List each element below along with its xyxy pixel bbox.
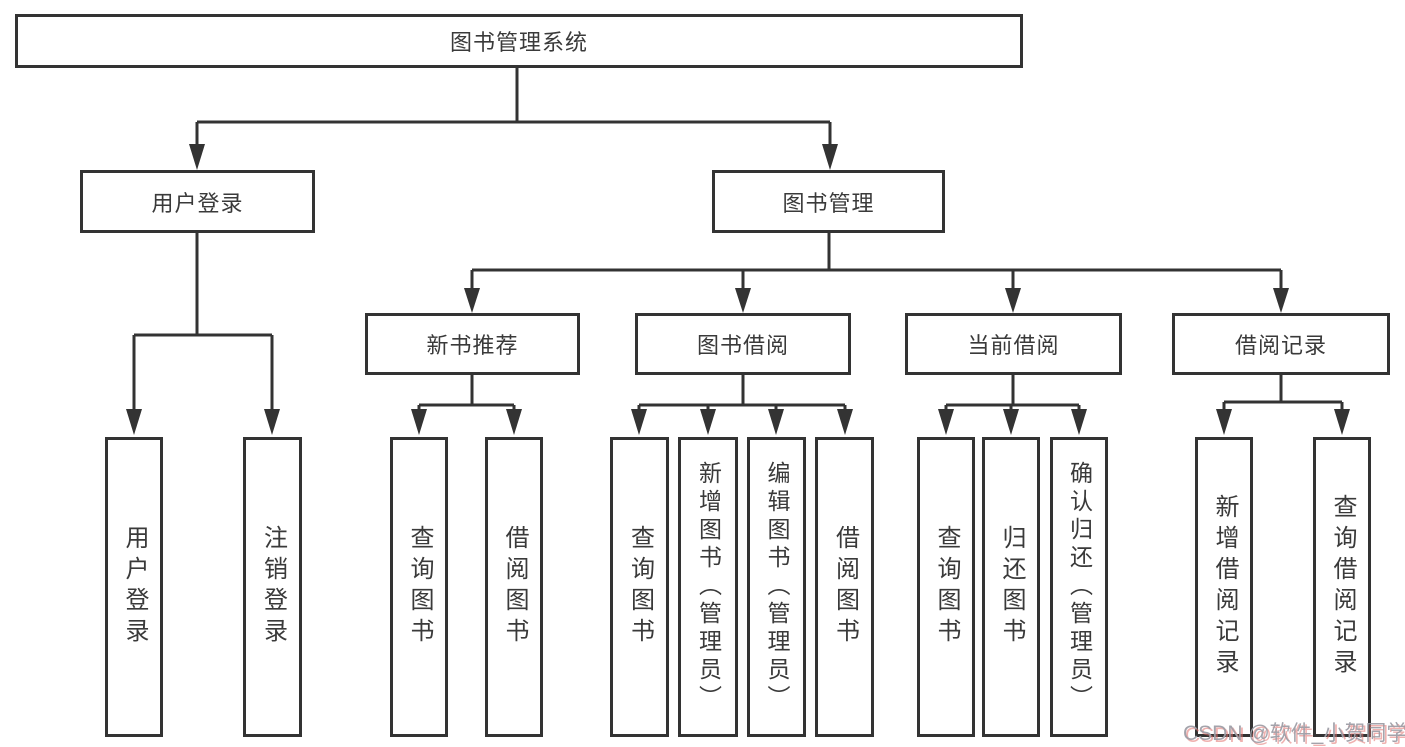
leaf-borrow-book-2: 借阅图书 (815, 437, 874, 737)
node-new-book-recommend-label: 新书推荐 (426, 333, 519, 358)
node-borrow-record: 借阅记录 (1172, 313, 1390, 375)
leaf-user-login-label: 用户登录 (121, 525, 148, 649)
leaf-confirm-return-admin: 确认归还（管理员） (1050, 437, 1108, 737)
leaf-add-book-admin: 新增图书（管理员） (678, 437, 738, 737)
node-book-management-label: 图书管理 (782, 190, 875, 216)
leaf-borrow-book-2-label: 借阅图书 (831, 525, 859, 649)
leaf-borrow-book-1: 借阅图书 (485, 437, 543, 737)
leaf-borrow-book-1-label: 借阅图书 (501, 525, 528, 649)
leaf-logout-label: 注销登录 (259, 525, 287, 649)
leaf-add-borrow-record-label: 新增借阅记录 (1211, 494, 1238, 680)
leaf-query-book-2: 查询图书 (610, 437, 669, 737)
leaf-return-book: 归还图书 (982, 437, 1040, 737)
node-book-borrow: 图书借阅 (635, 313, 851, 375)
leaf-query-book-3: 查询图书 (917, 437, 975, 737)
node-root-label: 图书管理系统 (449, 30, 588, 55)
leaf-query-borrow-record-label: 查询借阅记录 (1329, 494, 1356, 680)
node-current-borrow-label: 当前借阅 (967, 333, 1060, 358)
leaf-user-login: 用户登录 (105, 437, 163, 737)
node-user-login: 用户登录 (80, 170, 315, 233)
node-book-management: 图书管理 (712, 170, 945, 233)
leaf-add-borrow-record: 新增借阅记录 (1195, 437, 1253, 737)
arrowhead-icons (126, 144, 1350, 435)
leaf-logout: 注销登录 (243, 437, 302, 737)
node-root: 图书管理系统 (15, 14, 1023, 68)
leaf-edit-book-admin: 编辑图书（管理员） (747, 437, 806, 737)
leaf-query-book-1: 查询图书 (390, 437, 448, 737)
node-user-login-label: 用户登录 (151, 190, 244, 216)
leaf-edit-book-admin-label: 编辑图书（管理员） (764, 461, 790, 713)
leaf-query-book-1-label: 查询图书 (406, 525, 433, 649)
leaf-add-book-admin-label: 新增图书（管理员） (695, 461, 722, 713)
leaf-query-borrow-record: 查询借阅记录 (1313, 437, 1371, 737)
leaf-confirm-return-admin-label: 确认归还（管理员） (1066, 461, 1093, 713)
leaf-query-book-2-label: 查询图书 (626, 525, 654, 649)
node-book-borrow-label: 图书借阅 (696, 333, 789, 358)
csdn-watermark: CSDN @软件_小贺同学 (1183, 722, 1405, 745)
node-borrow-record-label: 借阅记录 (1234, 333, 1327, 358)
leaf-return-book-label: 归还图书 (998, 525, 1025, 649)
leaf-query-book-3-label: 查询图书 (933, 525, 960, 649)
node-current-borrow: 当前借阅 (905, 313, 1122, 375)
node-new-book-recommend: 新书推荐 (365, 313, 580, 375)
